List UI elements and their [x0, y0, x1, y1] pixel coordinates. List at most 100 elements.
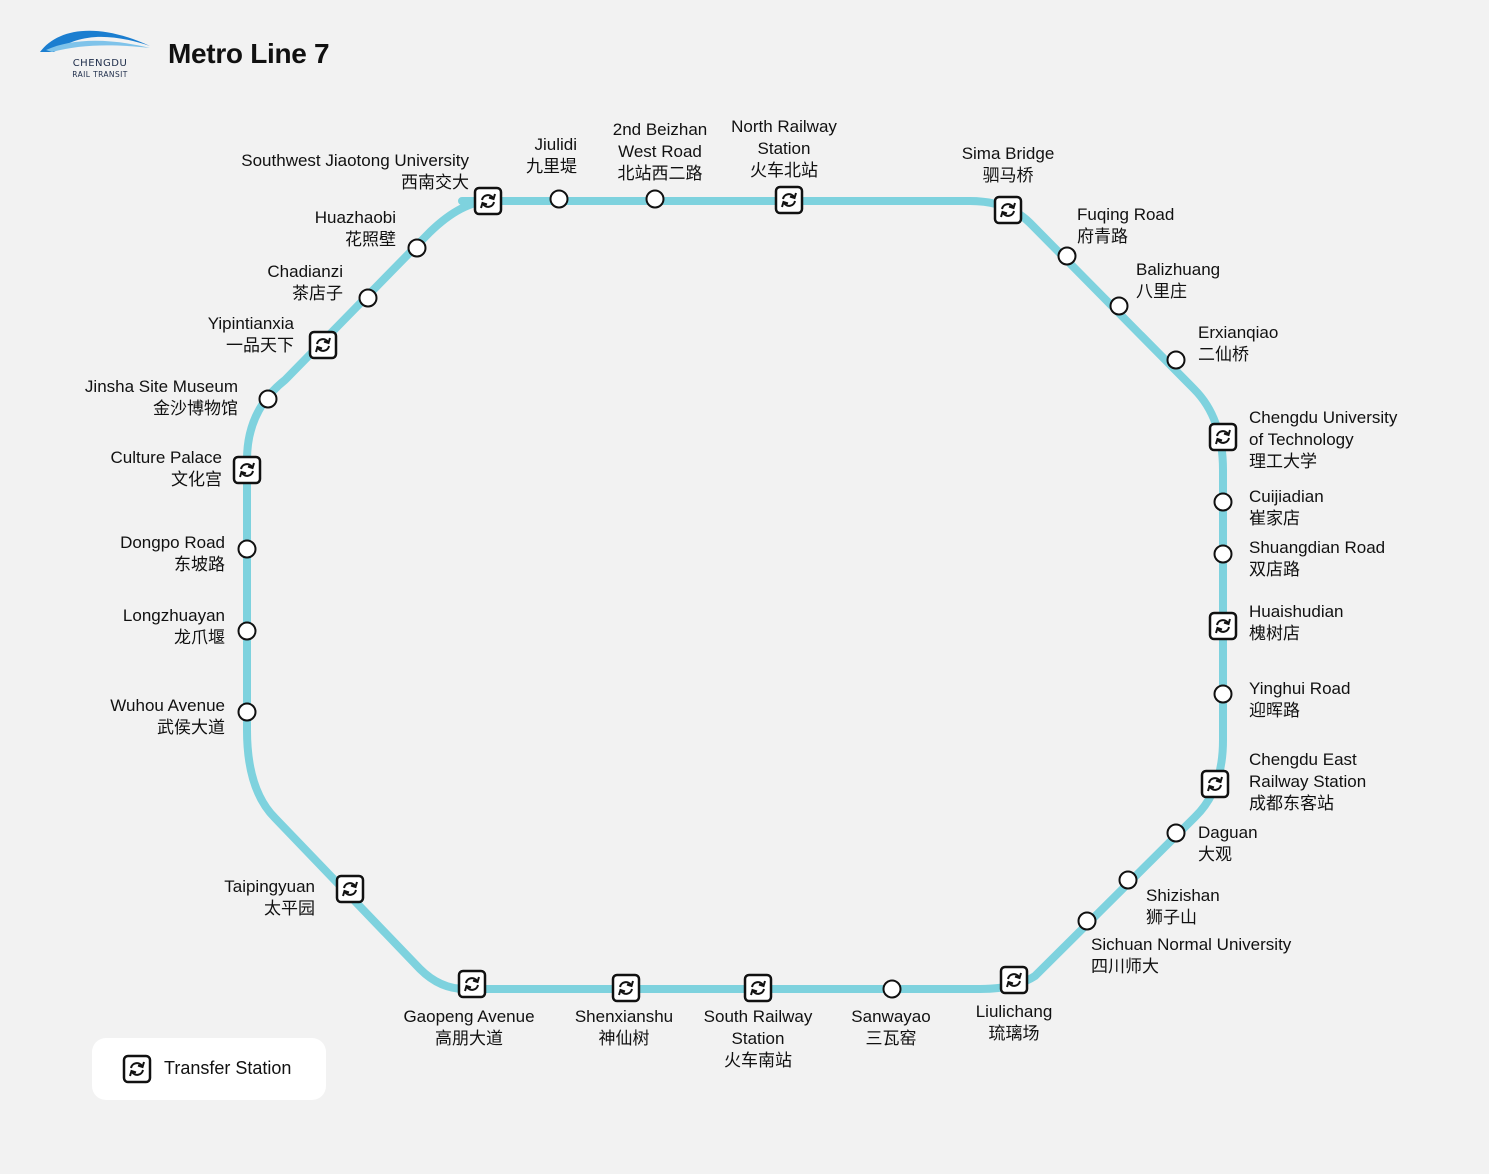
station-label-liulichang: Liulichang 琉璃场	[976, 1002, 1053, 1044]
station-name-zh: 金沙博物馆	[153, 399, 238, 419]
station-label-cuijiadian: Cuijiadian 崔家店	[1249, 487, 1324, 529]
station-name-zh: 茶店子	[292, 284, 343, 304]
station-name-zh: 一品天下	[226, 336, 294, 356]
station-name-en: Daguan	[1198, 823, 1258, 842]
station-marker[interactable]	[1213, 684, 1233, 704]
station-label-southwest-jiaotong-university: Southwest Jiaotong University 西南交大	[241, 151, 469, 193]
transfer-station-marker[interactable]	[774, 185, 804, 215]
station-name-zh: 琉璃场	[989, 1024, 1040, 1044]
station-name-zh: 花照壁	[345, 230, 396, 250]
station-label-huazhaobi: Huazhaobi 花照壁	[315, 208, 396, 250]
station-marker[interactable]	[237, 539, 257, 559]
station-name-en: Railway Station	[1249, 772, 1366, 791]
station-name-en: Huaishudian	[1249, 602, 1344, 621]
station-name-zh: 府青路	[1077, 227, 1128, 247]
station-name-en: Chengdu East	[1249, 750, 1357, 769]
station-name-en: Wuhou Avenue	[110, 696, 225, 715]
station-name-en: Liulichang	[976, 1002, 1053, 1021]
station-label-huaishudian: Huaishudian 槐树店	[1249, 602, 1344, 644]
station-name-zh: 槐树店	[1249, 624, 1300, 644]
station-marker[interactable]	[645, 189, 665, 209]
station-marker[interactable]	[882, 979, 902, 999]
transfer-station-marker[interactable]	[232, 455, 262, 485]
station-name-en: Chadianzi	[267, 262, 343, 281]
logo-subtitle: RAIL TRANSIT	[72, 70, 128, 79]
station-name-zh: 西南交大	[401, 173, 469, 193]
station-name-zh: 神仙树	[599, 1029, 650, 1049]
station-name-zh: 双店路	[1249, 560, 1300, 580]
station-name-zh: 四川师大	[1091, 957, 1159, 977]
station-marker[interactable]	[358, 288, 378, 308]
station-label-longzhuayan: Longzhuayan 龙爪堰	[123, 606, 225, 648]
station-marker[interactable]	[1077, 911, 1097, 931]
station-name-zh: 九里堤	[526, 157, 577, 177]
station-marker[interactable]	[1213, 544, 1233, 564]
station-name-en: Longzhuayan	[123, 606, 225, 625]
transfer-station-marker[interactable]	[611, 973, 641, 1003]
logo-wordmark: CHENGDU	[72, 58, 128, 69]
transfer-station-marker[interactable]	[1208, 611, 1238, 641]
station-marker[interactable]	[1109, 296, 1129, 316]
station-label-chadianzi: Chadianzi 茶店子	[267, 262, 343, 304]
transfer-station-marker[interactable]	[335, 874, 365, 904]
station-marker[interactable]	[237, 702, 257, 722]
transfer-station-marker[interactable]	[473, 186, 503, 216]
station-name-zh: 文化宫	[171, 470, 222, 490]
station-name-en: Sanwayao	[851, 1007, 930, 1026]
station-marker[interactable]	[258, 389, 278, 409]
station-marker[interactable]	[1057, 246, 1077, 266]
transfer-station-marker[interactable]	[1200, 769, 1230, 799]
legend-label: Transfer Station	[164, 1058, 292, 1078]
legend: Transfer Station	[92, 1038, 326, 1100]
station-marker[interactable]	[1118, 870, 1138, 890]
station-marker[interactable]	[1166, 350, 1186, 370]
station-marker[interactable]	[1166, 823, 1186, 843]
transfer-station-marker[interactable]	[457, 969, 487, 999]
transfer-station-marker[interactable]	[999, 965, 1029, 995]
station-marker[interactable]	[549, 189, 569, 209]
station-name-en: Jinsha Site Museum	[85, 377, 238, 396]
logo-swoosh-icon	[40, 30, 150, 52]
transfer-station-marker[interactable]	[308, 330, 338, 360]
station-name-zh: 狮子山	[1146, 908, 1197, 928]
station-name-zh: 龙爪堰	[174, 628, 225, 648]
station-name-zh: 东坡路	[174, 555, 225, 575]
station-label-jiulidi: Jiulidi 九里堤	[526, 135, 577, 177]
station-name-zh: 太平园	[264, 899, 315, 919]
station-name-en: Chengdu University	[1249, 408, 1398, 427]
station-name-en: West Road	[618, 142, 702, 161]
transfer-station-marker[interactable]	[1208, 422, 1238, 452]
station-name-en: Sima Bridge	[962, 144, 1055, 163]
station-name-en: North Railway	[731, 117, 837, 136]
station-marker[interactable]	[1213, 492, 1233, 512]
station-name-en: Cuijiadian	[1249, 487, 1324, 506]
metro-line-7-track	[243, 197, 1227, 993]
station-name-en: Huazhaobi	[315, 208, 396, 227]
station-name-en: Jiulidi	[534, 135, 577, 154]
station-name-en: Yipintianxia	[208, 314, 295, 333]
station-name-zh: 北站西二路	[618, 164, 703, 184]
station-name-zh: 崔家店	[1249, 509, 1300, 529]
station-marker[interactable]	[407, 238, 427, 258]
transfer-station-marker[interactable]	[993, 195, 1023, 225]
station-name-en: Southwest Jiaotong University	[241, 151, 469, 170]
station-name-en: 2nd Beizhan	[613, 120, 708, 139]
station-marker[interactable]	[237, 621, 257, 641]
station-name-zh: 三瓦窑	[866, 1029, 917, 1049]
transfer-station-marker[interactable]	[743, 973, 773, 1003]
station-name-zh: 迎晖路	[1249, 701, 1300, 721]
station-name-en: Dongpo Road	[120, 533, 225, 552]
